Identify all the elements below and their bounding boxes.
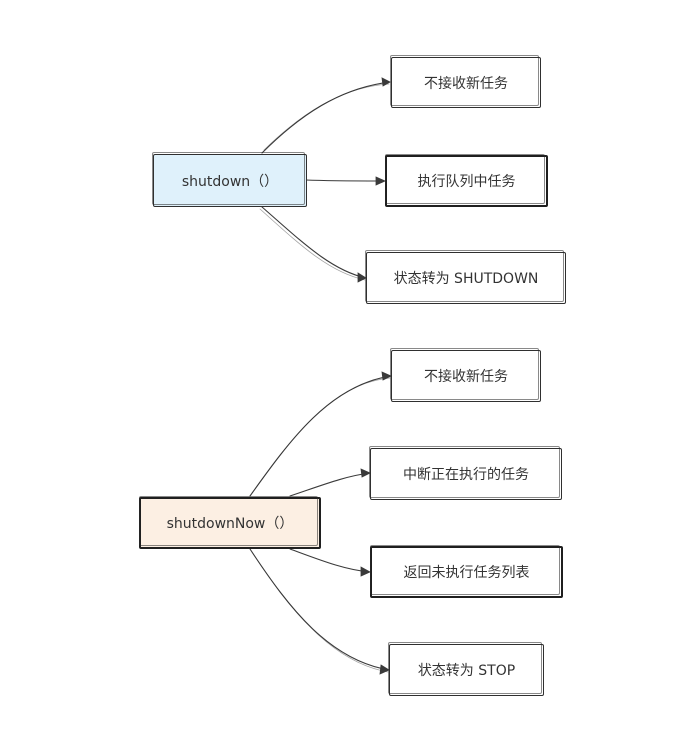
arrowhead-7 xyxy=(379,664,390,675)
child-node-2-3: 返回未执行任务列表 xyxy=(370,545,563,598)
child-node-1-2: 执行队列中任务 xyxy=(385,154,548,207)
edge-shutdownnow-to-child-4 xyxy=(249,548,390,671)
root-node-shutdown: shutdown（） xyxy=(152,152,307,207)
arrowhead-6 xyxy=(360,566,371,577)
edge-shutdownnow-to-child-3 xyxy=(289,548,371,573)
arrowhead-2 xyxy=(375,176,386,186)
edge-shutdown-to-child-3-sketch xyxy=(259,208,366,281)
arrowhead-1 xyxy=(381,77,391,87)
root-label-shutdown: shutdown（） xyxy=(181,173,279,190)
edge-shutdown-to-child-2 xyxy=(305,179,386,182)
edge-shutdown-to-child-1-sketch xyxy=(263,83,390,151)
edge-shutdownnow-to-child-4-sketch xyxy=(251,551,389,673)
child-node-1-1: 不接收新任务 xyxy=(390,55,541,108)
arrowhead-4 xyxy=(381,371,392,381)
child-label-1-1: 不接收新任务 xyxy=(424,75,508,92)
edge-shutdownnow-to-child-1-sketch xyxy=(251,377,391,494)
child-node-2-4: 状态转为 STOP xyxy=(388,642,544,696)
edge-shutdownnow-to-child-2 xyxy=(289,472,371,497)
child-label-1-3: 状态转为 SHUTDOWN xyxy=(393,271,539,287)
edge-shutdownnow-to-child-1 xyxy=(249,375,392,497)
child-node-2-1: 不接收新任务 xyxy=(390,348,541,402)
arrowhead-5 xyxy=(360,468,371,478)
child-label-1-2: 执行队列中任务 xyxy=(417,174,516,190)
child-label-2-4: 状态转为 STOP xyxy=(417,663,516,679)
child-label-2-3: 返回未执行任务列表 xyxy=(403,565,530,581)
root-node-shutdownnow: shutdownNow（） xyxy=(139,496,321,549)
arrowhead-3 xyxy=(357,272,367,283)
edge-shutdown-to-child-3 xyxy=(261,206,367,279)
edge-shutdown-to-child-1 xyxy=(261,81,391,154)
child-node-1-3: 状态转为 SHUTDOWN xyxy=(365,250,566,304)
child-node-2-2: 中断正在执行的任务 xyxy=(369,446,562,500)
child-label-2-2: 中断正在执行的任务 xyxy=(403,467,529,483)
root-label-shutdownnow: shutdownNow（） xyxy=(166,516,294,532)
child-label-2-1: 不接收新任务 xyxy=(424,369,508,385)
